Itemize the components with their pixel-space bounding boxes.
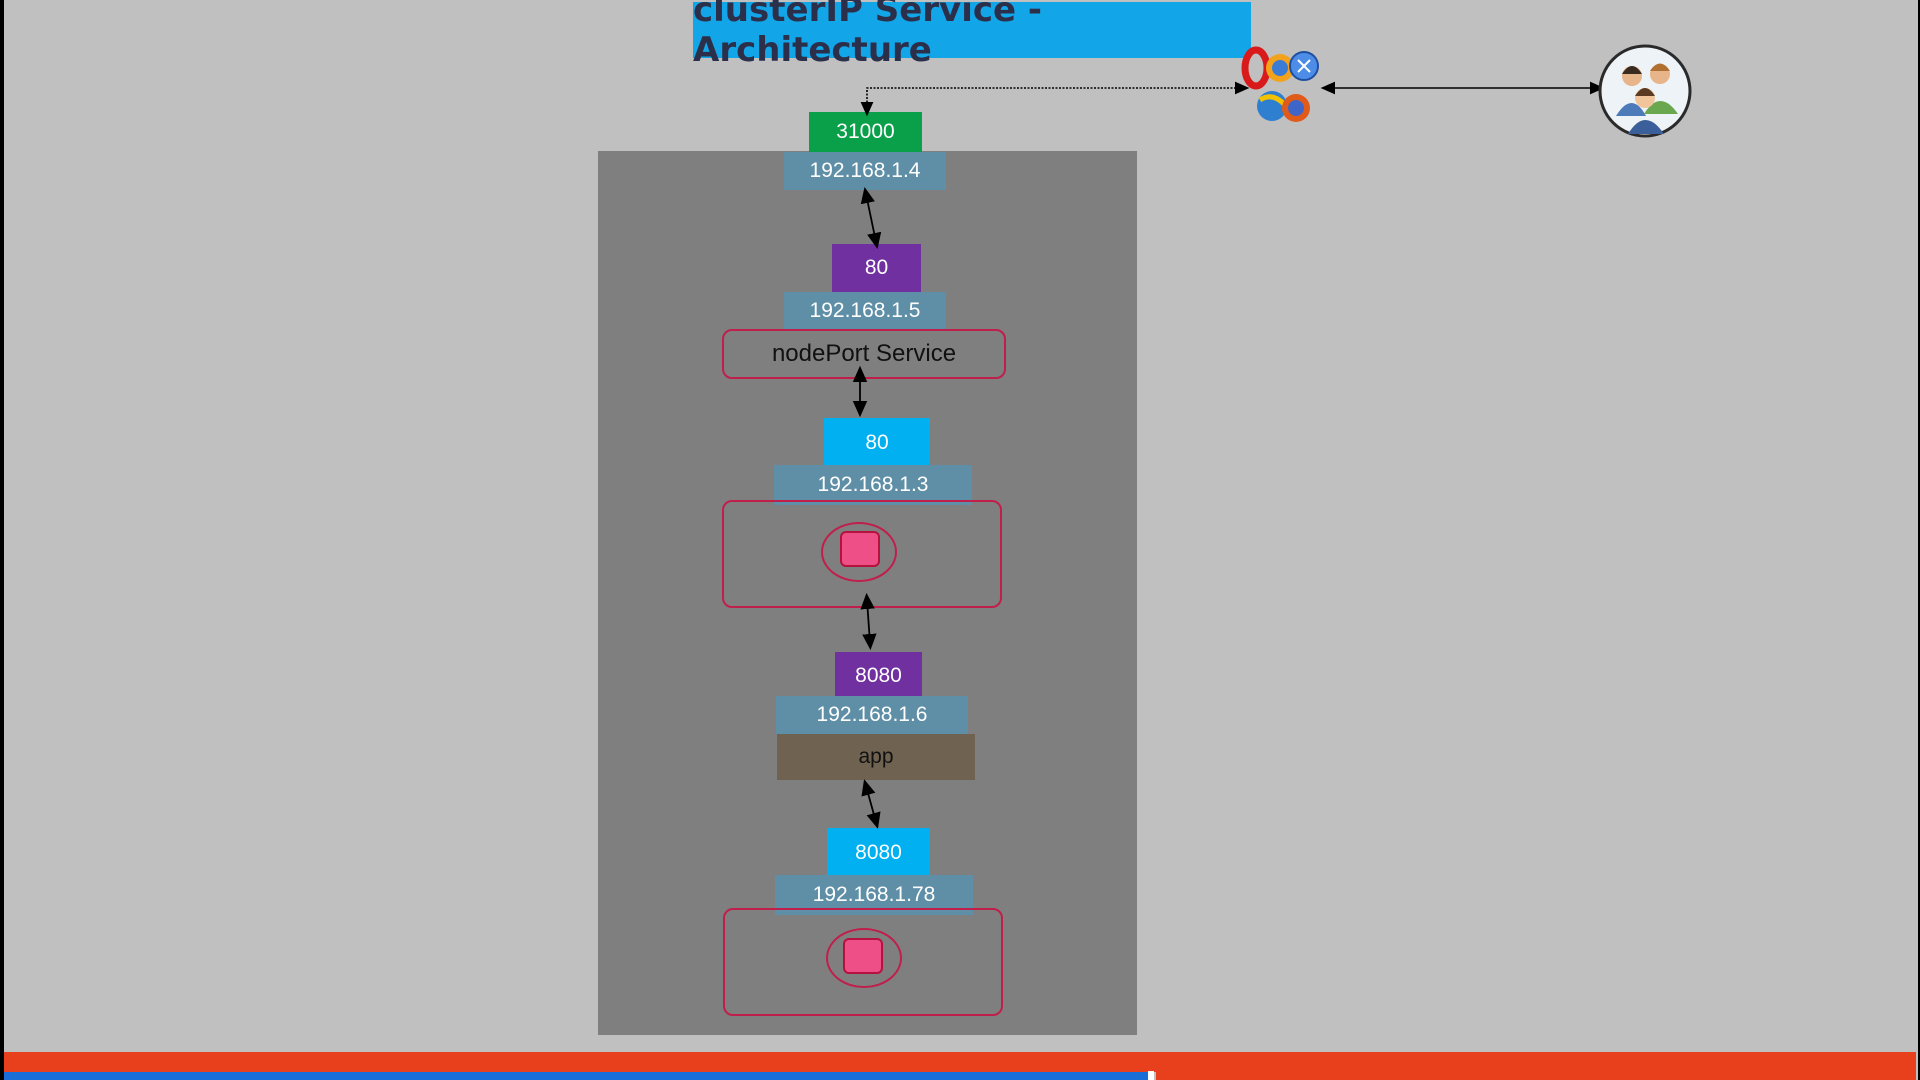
clusterip-service-label: app — [777, 734, 975, 780]
page-title: clusterIP Service - Architecture — [693, 0, 1251, 70]
progress-bar-handle[interactable] — [1148, 1071, 1154, 1080]
pod1-container-icon — [840, 531, 880, 567]
bottom-bar — [4, 1052, 1916, 1072]
pod1-container-ring — [821, 522, 897, 582]
pod2-container-icon — [843, 938, 883, 974]
clusterip-service-port: 8080 — [835, 652, 922, 700]
node-port-badge: 31000 — [809, 112, 922, 152]
nodeport-service-box: nodePort Service — [722, 329, 1006, 379]
nodeport-service-ip: 192.168.1.5 — [784, 292, 946, 330]
pod2-container-ring — [826, 928, 902, 988]
users-icon — [1598, 44, 1692, 138]
pod2-box — [723, 908, 1003, 1016]
progress-bar-fill — [4, 1072, 1150, 1080]
browsers-icon — [1241, 46, 1319, 122]
progress-bar-track — [1156, 1072, 1916, 1080]
pod1-ip: 192.168.1.3 — [774, 465, 972, 505]
node-ip-label: 192.168.1.4 — [784, 152, 946, 190]
clusterip-service-ip: 192.168.1.6 — [776, 696, 968, 734]
pod1-port: 80 — [824, 418, 930, 468]
nodeport-service-port: 80 — [832, 244, 921, 292]
pod2-port: 8080 — [827, 828, 930, 878]
